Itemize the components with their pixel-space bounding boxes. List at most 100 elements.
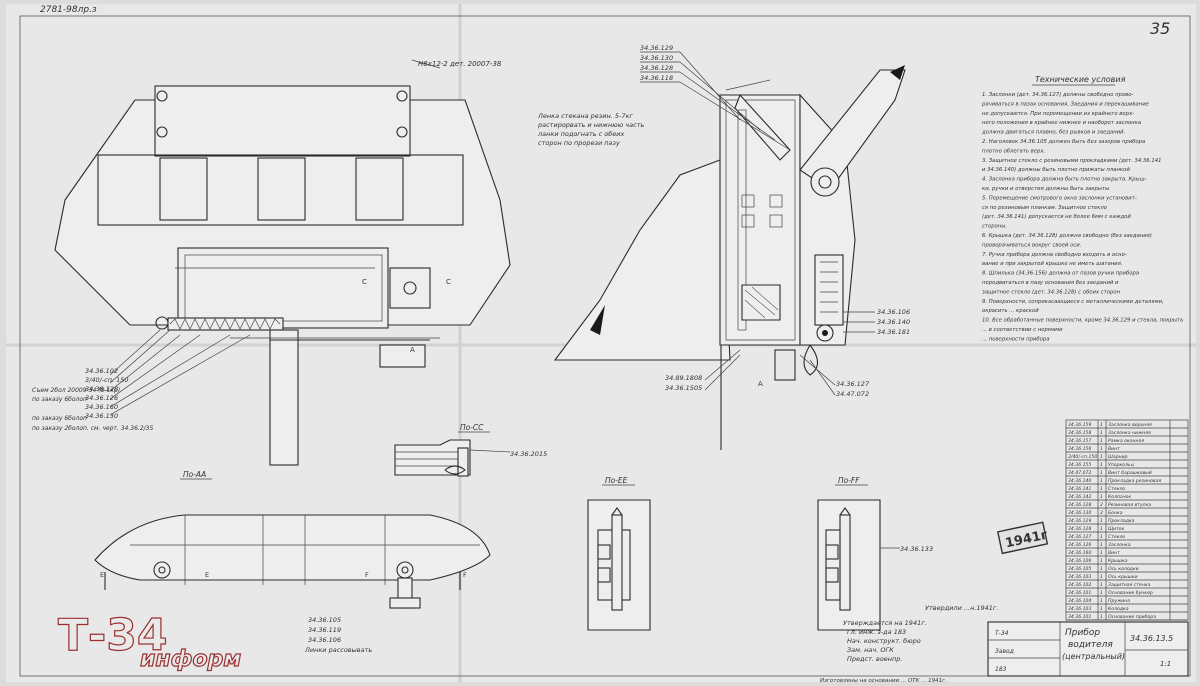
- tech-condition-line: него положения в крайнее нижнее и наобор…: [982, 120, 1141, 126]
- footer-note: Изготовлены на основании ... ОТК ... 194…: [820, 678, 947, 684]
- parts-list-designation: 34.36.142: [1068, 494, 1091, 500]
- parts-list-name: Крышка: [1108, 558, 1128, 564]
- parts-list-designation: 34.47.072: [1068, 470, 1091, 476]
- parts-list-qty: 1: [1100, 550, 1103, 556]
- svg-text:по заказу 2болоп. см. черт. 34: по заказу 2болоп. см. черт. 34.36.2/35: [32, 425, 153, 432]
- parts-list-designation: 34.36.103: [1068, 606, 1091, 612]
- label-a-top: A: [410, 346, 415, 354]
- section-aa: По-AA E E F F: [94, 470, 491, 609]
- parts-list-qty: 1: [1100, 614, 1103, 620]
- side-leaders: [640, 51, 875, 396]
- parts-list-name: Пружина: [1108, 598, 1130, 604]
- parts-list-name: Стекло: [1108, 486, 1125, 492]
- svg-text:34.36.105: 34.36.105: [308, 616, 341, 624]
- tech-condition-line: защитное стекло (дет. 34.36.128) с обеих…: [982, 289, 1121, 295]
- parts-list-name: Ось крышки: [1108, 574, 1138, 580]
- parts-list-table: [1065, 419, 1189, 621]
- side-parts-bottom-right: 34.36.127 34.47.072: [836, 380, 870, 398]
- parts-list-designation: 34.36.102: [1068, 582, 1091, 588]
- svg-text:по заказу 6болоп: по заказу 6болоп: [32, 396, 87, 403]
- svg-text:183: 183: [995, 666, 1007, 673]
- archive-code: 2781-98лр.з: [40, 5, 97, 15]
- tech-condition-line: 9. Поверхности, соприкасающиеся с металл…: [982, 299, 1164, 305]
- parts-list-qty: 1: [1100, 470, 1103, 476]
- svg-text:Зам. нач. ОГК: Зам. нач. ОГК: [847, 646, 894, 654]
- section-ff: По-FF 34.36.133: [817, 476, 933, 631]
- tech-condition-line: плотно облегать верх.: [982, 148, 1045, 154]
- svg-text:информ: информ: [140, 647, 241, 672]
- parts-list-name: Винт: [1108, 550, 1120, 556]
- tech-condition-line: 5. Перемещение смотрового окна заслонки …: [982, 195, 1137, 201]
- parts-list-designation: 34.36.155: [1068, 462, 1091, 468]
- parts-list-name: Защитная стенка: [1108, 582, 1151, 588]
- parts-list-qty: 1: [1100, 454, 1103, 460]
- svg-text:Нач. конструкт. бюро: Нач. конструкт. бюро: [847, 637, 921, 645]
- tech-condition-line: передвигаться в пазу основания без заеда…: [982, 280, 1119, 286]
- svg-text:Утверждается на 1941г.: Утверждается на 1941г.: [843, 619, 927, 627]
- tech-condition-line: 6. Крышка (дет. 34.36.128) должна свобод…: [982, 233, 1152, 239]
- tech-condition-line: и 34.36.140) должны быть плотно прижаты …: [982, 167, 1130, 173]
- parts-list-designation: 34.36.104: [1068, 598, 1091, 604]
- parts-list-name: Заслонка верхняя: [1108, 422, 1152, 428]
- parts-list-designation: 34.36.156: [1068, 446, 1091, 452]
- svg-text:растирорвать и нижнюю часть: растирорвать и нижнюю часть: [537, 121, 644, 129]
- sheet-scale: 1:1: [1160, 660, 1171, 668]
- parts-list-qty: 1: [1100, 590, 1103, 596]
- parts-list-qty: 1: [1100, 430, 1103, 436]
- parts-list-name: Шарнир: [1108, 454, 1128, 460]
- tech-condition-line: ки, ручки и отверстия должны быть закрыт…: [982, 186, 1109, 192]
- tech-condition-line: ся по резиновым планкам. Защитное стекло: [982, 205, 1107, 211]
- parts-list-name: Прокладка: [1108, 518, 1135, 524]
- parts-list-qty: 1: [1100, 566, 1103, 572]
- svg-text:Линки рассовывать: Линки рассовывать: [304, 646, 372, 654]
- title-line3: (центральный): [1062, 652, 1125, 661]
- parts-list-qty: 1: [1100, 422, 1103, 428]
- section-ee: По-EE: [587, 476, 651, 631]
- side-note: Ленка стекана резин. 5-7кг растирорвать …: [537, 112, 644, 147]
- parts-list-qty: 1: [1100, 518, 1103, 524]
- svg-text:Съем 2бол 20009-34 (8-1кр): Съем 2бол 20009-34 (8-1кр): [32, 387, 120, 394]
- svg-text:Предст. военпр.: Предст. военпр.: [847, 655, 903, 663]
- section-aa-parts: 34.36.105 34.36.119 34.36.106 Линки расс…: [304, 616, 372, 654]
- parts-list-designation: 34.36.128: [1068, 526, 1091, 532]
- svg-text:34.36.127: 34.36.127: [836, 380, 870, 388]
- parts-list-designation: 34.36.126: [1068, 542, 1091, 548]
- title-line1: Прибор: [1065, 628, 1100, 638]
- tech-condition-line: (дет. 34.36.141) допускается не более 6м…: [982, 214, 1131, 220]
- parts-list-qty: 1: [1100, 574, 1103, 580]
- parts-list-name: Винт: [1108, 446, 1120, 452]
- title-block: Прибор водителя (центральный) 34.36.13.5…: [987, 621, 1189, 677]
- svg-text:Гл. инж. з-да 183: Гл. инж. з-да 183: [847, 628, 906, 636]
- tech-condition-line: 10. Все обработанные поверхности, кроме …: [982, 318, 1183, 324]
- title-line2: водителя: [1068, 640, 1113, 650]
- drawing-frame: [19, 15, 1191, 677]
- tech-conditions: Технические условия: [1032, 75, 1126, 86]
- top-view-leaders: [109, 329, 251, 416]
- label-a-side: A: [758, 380, 763, 388]
- svg-text:F: F: [365, 571, 369, 579]
- parts-list-name: Ось колодки: [1108, 566, 1139, 572]
- notes-left-list: Съем 2бол 20009-34 (8-1кр) по заказу 6бо…: [32, 387, 153, 432]
- parts-list-name: Прокладка резиновая: [1108, 478, 1161, 484]
- svg-text:34.36.181: 34.36.181: [877, 328, 910, 336]
- parts-list-designation: 34.36.129: [1068, 518, 1091, 524]
- parts-list-qty: 1: [1100, 542, 1103, 548]
- tech-condition-line: 4. Заслонка прибора должна быть плотно з…: [982, 177, 1147, 183]
- parts-list-name: Бонка: [1108, 510, 1123, 516]
- parts-list-qty: 1: [1100, 446, 1103, 452]
- svg-text:34.89.1808: 34.89.1808: [665, 374, 702, 382]
- label-c2: C: [446, 278, 451, 286]
- parts-list-designation: 34.36.140: [1068, 478, 1091, 484]
- svg-text:По-СС: По-СС: [460, 423, 484, 432]
- tech-condition-line: 3. Защитное стекло с резиновыми прокладк…: [982, 158, 1161, 164]
- svg-text:по заказу 6болоп: по заказу 6болоп: [32, 415, 87, 422]
- parts-list-name: Основание бункер: [1108, 590, 1153, 596]
- parts-list-qty: 1: [1100, 598, 1103, 604]
- tech-condition-line: стороны.: [982, 224, 1007, 230]
- parts-list-qty: 1: [1100, 486, 1103, 492]
- parts-list-qty: 1: [1100, 478, 1103, 484]
- label-c1: C: [362, 278, 367, 286]
- tech-condition-line: должна двигаться плавно, без рывков и за…: [981, 130, 1125, 136]
- approval-notes: Утверждается на 1941г. Гл. инж. з-да 183…: [843, 604, 998, 663]
